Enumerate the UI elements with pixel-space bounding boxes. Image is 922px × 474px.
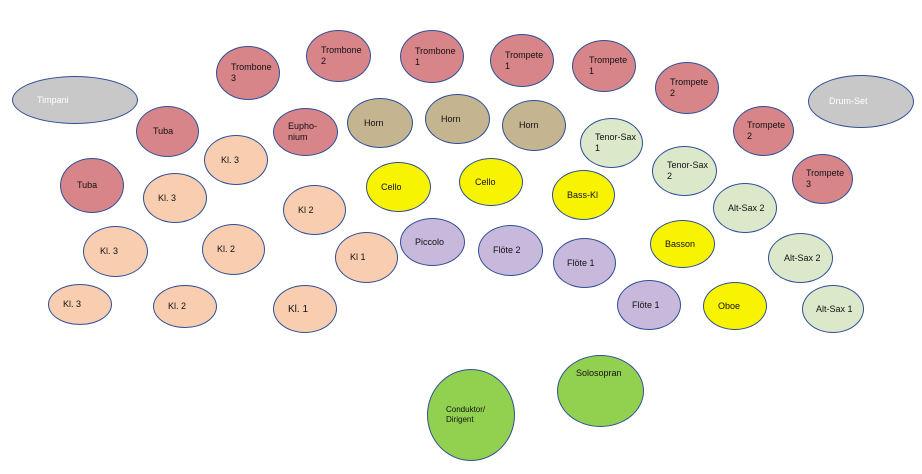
seat-trompete-3: Trompete 3 xyxy=(792,154,853,204)
seat-label: Kl 2 xyxy=(298,204,314,215)
seat-kl1-bottom: Kl. 1 xyxy=(273,285,337,333)
seat-label: Tenor-Sax 1 xyxy=(595,132,637,153)
seat-tuba-upper: Tuba xyxy=(136,106,199,157)
seat-altsax-2b: Alt-Sax 2 xyxy=(768,233,833,283)
seat-bass-kl: Bass-Kl xyxy=(552,170,615,220)
seat-label: Oboe xyxy=(718,300,741,311)
seat-label: Piccolo xyxy=(415,236,445,247)
seat-label: Trompete 1 xyxy=(589,55,628,76)
seat-horn-2: Horn xyxy=(425,94,490,144)
seat-label: Trompete 2 xyxy=(670,77,709,98)
seat-label: Cello xyxy=(381,181,402,192)
seat-label: Tenor-Sax 2 xyxy=(667,160,709,181)
seat-kl2-bottom: Kl. 2 xyxy=(153,285,217,328)
seat-label: Timpani xyxy=(37,94,69,105)
seat-label: Kl. 2 xyxy=(168,301,187,311)
seat-label: Trombone 3 xyxy=(231,62,272,83)
seat-label: Flöte 2 xyxy=(493,245,521,255)
seat-label: Drum-Set xyxy=(829,96,868,106)
seat-label: Kl. 3 xyxy=(100,246,119,256)
seat-horn-3: Horn xyxy=(502,100,566,151)
seat-trompete-2b: Trompete 2 xyxy=(733,106,794,156)
seat-label: Kl 1 xyxy=(350,252,366,262)
seat-floete-1b: Flöte 1 xyxy=(617,280,681,330)
seat-label: Conduktor/ Dirigent xyxy=(446,405,486,424)
seat-horn-1: Horn xyxy=(347,98,413,148)
seat-euphonium: Eupho- nium xyxy=(273,108,338,156)
seat-tenorsax-1: Tenor-Sax 1 xyxy=(580,118,643,168)
seat-label: Horn xyxy=(364,117,384,128)
seat-label: Solosopran xyxy=(576,368,622,378)
seat-altsax-2a: Alt-Sax 2 xyxy=(713,183,777,233)
seat-label: Trompete 3 xyxy=(806,168,845,189)
seat-label: Alt-Sax 1 xyxy=(816,303,853,314)
seat-basson: Basson xyxy=(650,220,715,268)
seat-cello-2: Cello xyxy=(459,158,523,206)
seat-label: Horn xyxy=(519,120,539,130)
seat-label: Kl. 1 xyxy=(288,303,309,315)
seat-kl3-top: Kl. 3 xyxy=(204,135,268,185)
seat-label: Bass-Kl xyxy=(567,189,599,200)
seat-kl3-left: Kl. 3 xyxy=(83,226,148,277)
seat-solosopran: Solosopran xyxy=(557,355,644,427)
seat-label: Basson xyxy=(665,238,696,249)
seat-label: Eupho- nium xyxy=(288,121,318,142)
seat-label: Trompete 1 xyxy=(505,49,544,71)
seat-kl3-mid: Kl. 3 xyxy=(143,173,207,223)
seat-kl2-inner: Kl 2 xyxy=(283,185,346,235)
seat-label: Flöte 1 xyxy=(632,299,660,310)
seat-label: Kl. 3 xyxy=(63,299,82,309)
seat-label: Tuba xyxy=(153,126,174,136)
seat-label: Alt-Sax 2 xyxy=(784,252,821,263)
seat-label: Trombone 2 xyxy=(321,45,362,66)
seat-trompete-1a: Trompete 1 xyxy=(490,34,554,87)
seat-label: Kl. 3 xyxy=(158,192,177,203)
seat-label: Trompete 2 xyxy=(747,120,786,141)
seat-kl1-mid: Kl 1 xyxy=(335,232,398,283)
seat-trombone-3: Trombone 3 xyxy=(216,46,280,100)
seat-conductor: Conduktor/ Dirigent xyxy=(427,369,515,461)
seat-label: Kl. 3 xyxy=(221,154,240,165)
seat-label: Flöte 1 xyxy=(567,257,595,268)
seat-label: Alt-Sax 2 xyxy=(728,202,765,213)
seat-oboe: Oboe xyxy=(703,282,767,330)
seat-floete-2: Flöte 2 xyxy=(478,225,543,276)
seat-kl2-mid: Kl. 2 xyxy=(202,224,265,275)
seat-drum-set: Drum-Set xyxy=(808,75,914,128)
seat-tuba-lower: Tuba xyxy=(60,158,124,213)
seat-label: Cello xyxy=(475,176,496,187)
seat-trompete-2a: Trompete 2 xyxy=(655,62,719,114)
seat-trompete-1b: Trompete 1 xyxy=(572,40,636,92)
seat-cello-1: Cello xyxy=(366,162,431,212)
seat-kl3-bottom: Kl. 3 xyxy=(48,284,112,325)
seat-label: Trombone 1 xyxy=(415,45,456,67)
seat-label: Kl. 2 xyxy=(217,244,236,254)
seat-trombone-1: Trombone 1 xyxy=(400,30,464,83)
seat-altsax-1: Alt-Sax 1 xyxy=(802,285,864,333)
seat-timpani: Timpani xyxy=(12,76,138,124)
seat-trombone-2: Trombone 2 xyxy=(306,30,371,82)
seat-floete-1a: Flöte 1 xyxy=(553,238,616,288)
seat-label: Horn xyxy=(441,113,461,124)
seat-label: Tuba xyxy=(77,180,98,190)
seat-piccolo: Piccolo xyxy=(400,218,465,266)
seat-tenorsax-2: Tenor-Sax 2 xyxy=(652,146,717,196)
